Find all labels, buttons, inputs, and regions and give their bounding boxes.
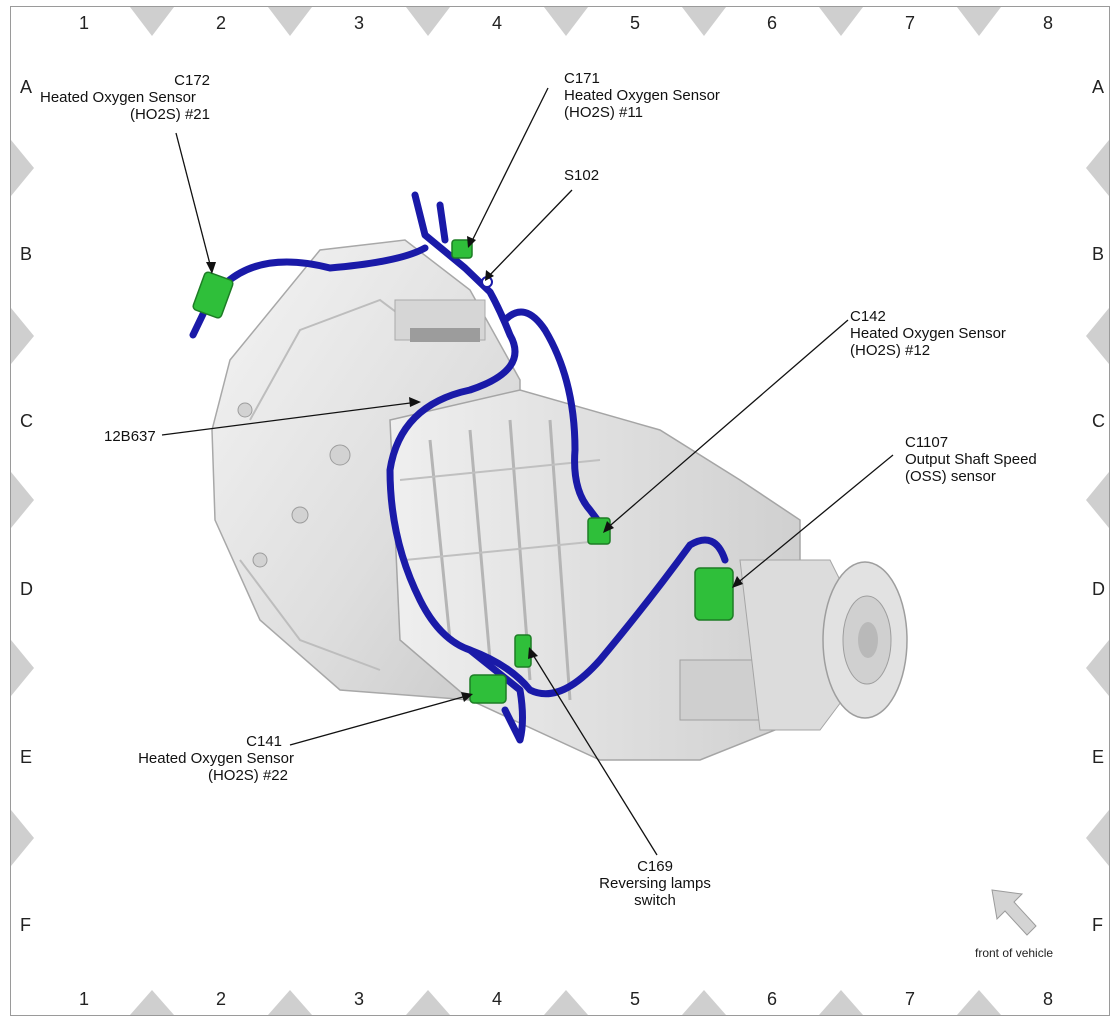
edge-marker-top: [130, 7, 174, 36]
callout-c169-ref: switch: [634, 892, 676, 909]
edge-marker-right: [1086, 640, 1109, 696]
grid-row-label-left: B: [20, 244, 33, 264]
edge-marker-bottom: [957, 990, 1001, 1015]
edge-marker-top: [544, 7, 588, 36]
edge-marker-top: [682, 7, 726, 36]
grid-column-label-top: 2: [216, 13, 227, 33]
edge-marker-right: [1086, 472, 1109, 528]
edge-marker-right: [1086, 308, 1109, 364]
callout-c142-desc: Heated Oxygen Sensor: [850, 325, 1006, 342]
edge-marker-bottom: [268, 990, 312, 1015]
callout-c169-id: C169: [637, 858, 673, 875]
callout-c142-ref: (HO2S) #12: [850, 342, 931, 359]
edge-marker-bottom: [819, 990, 863, 1015]
callout-c1107: C1107 Output Shaft Speed (OSS) sensor: [905, 434, 1037, 485]
callout-c142: C142 Heated Oxygen Sensor (HO2S) #12: [850, 308, 1006, 359]
edge-marker-left: [11, 472, 34, 528]
edge-marker-bottom: [406, 990, 450, 1015]
edge-marker-right: [1086, 810, 1109, 866]
grid-column-label-top: 4: [492, 13, 503, 33]
grid-column-label-bottom: 2: [216, 989, 227, 1009]
edge-marker-top: [819, 7, 863, 36]
grid-row-label-right: F: [1092, 915, 1103, 935]
callout-c171-desc: Heated Oxygen Sensor: [564, 87, 720, 104]
front-of-vehicle-label: front of vehicle: [975, 946, 1054, 960]
callout-12b637-id: 12B637: [104, 428, 156, 445]
callout-c1107-ref: (OSS) sensor: [905, 468, 996, 485]
callout-c171: C171 Heated Oxygen Sensor (HO2S) #11: [564, 70, 720, 121]
grid-column-label-bottom: 1: [79, 989, 90, 1009]
callout-c1107-desc: Output Shaft Speed: [905, 451, 1037, 468]
grid-row-label-left: E: [20, 747, 33, 767]
grid-column-label-top: 5: [630, 13, 641, 33]
grid-row-label-left: A: [20, 77, 33, 97]
grid-row-label-right: E: [1092, 747, 1105, 767]
grid-edge-markers: [11, 7, 1109, 1015]
connectors: [192, 239, 734, 704]
callout-c172: C172 Heated Oxygen Sensor (HO2S) #21: [40, 72, 270, 123]
edge-marker-top: [406, 7, 450, 36]
grid-row-label-right: D: [1092, 579, 1105, 599]
edge-marker-bottom: [544, 990, 588, 1015]
grid-column-label-top: 8: [1043, 13, 1054, 33]
callout-c141: C141 Heated Oxygen Sensor (HO2S) #22: [112, 733, 294, 784]
grid-column-label-bottom: 5: [630, 989, 641, 1009]
callout-c172-desc: Heated Oxygen Sensor: [40, 89, 196, 106]
grid-row-label-left: F: [20, 915, 31, 935]
grid-row-label-right: A: [1092, 77, 1105, 97]
callout-c171-id: C171: [564, 70, 600, 87]
grid-column-label-bottom: 6: [767, 989, 778, 1009]
callout-c141-desc: Heated Oxygen Sensor: [138, 750, 294, 767]
callout-c141-ref: (HO2S) #22: [207, 767, 288, 784]
grid-row-label-right: B: [1092, 244, 1105, 264]
callout-c171-ref: (HO2S) #11: [564, 104, 643, 121]
edge-marker-left: [11, 640, 34, 696]
front-of-vehicle-arrow-icon: [991, 889, 1037, 936]
grid-row-label-left: D: [20, 579, 33, 599]
callout-s102: S102: [564, 167, 599, 184]
grid-column-label-top: 1: [79, 13, 90, 33]
grid-column-label-bottom: 3: [354, 989, 365, 1009]
callout-c169-desc: Reversing lamps: [599, 875, 711, 892]
edge-marker-left: [11, 810, 34, 866]
grid-row-label-right: C: [1092, 411, 1105, 431]
edge-marker-left: [11, 308, 34, 364]
edge-marker-top: [957, 7, 1001, 36]
grid-column-label-bottom: 4: [492, 989, 503, 1009]
callout-c169: C169 Reversing lamps switch: [575, 858, 735, 909]
edge-marker-top: [268, 7, 312, 36]
gearbox-body: [389, 389, 801, 761]
diagram-frame: [10, 6, 1110, 1016]
edge-marker-bottom: [130, 990, 174, 1015]
callout-s102-id: S102: [564, 167, 600, 184]
callout-c1107-id: C1107: [905, 434, 949, 451]
edge-marker-bottom: [682, 990, 726, 1015]
grid-column-label-top: 6: [767, 13, 778, 33]
output-flange: [739, 559, 908, 731]
callout-c172-id: C172: [174, 72, 210, 89]
edge-marker-left: [11, 140, 34, 196]
edge-marker-right: [1086, 140, 1109, 196]
grid-column-label-bottom: 7: [905, 989, 916, 1009]
grid-column-label-top: 7: [905, 13, 916, 33]
callout-12b637: 12B637: [104, 428, 156, 445]
callout-c142-id: C142: [850, 308, 886, 325]
grid-column-label-top: 3: [354, 13, 365, 33]
leader-arrowheads: [206, 236, 743, 702]
callout-c172-ref: (HO2S) #21: [129, 106, 210, 123]
grid-row-label-left: C: [20, 411, 33, 431]
callout-c141-id: C141: [246, 733, 282, 750]
grid-column-label-bottom: 8: [1043, 989, 1054, 1009]
leader-lines: [161, 87, 894, 856]
